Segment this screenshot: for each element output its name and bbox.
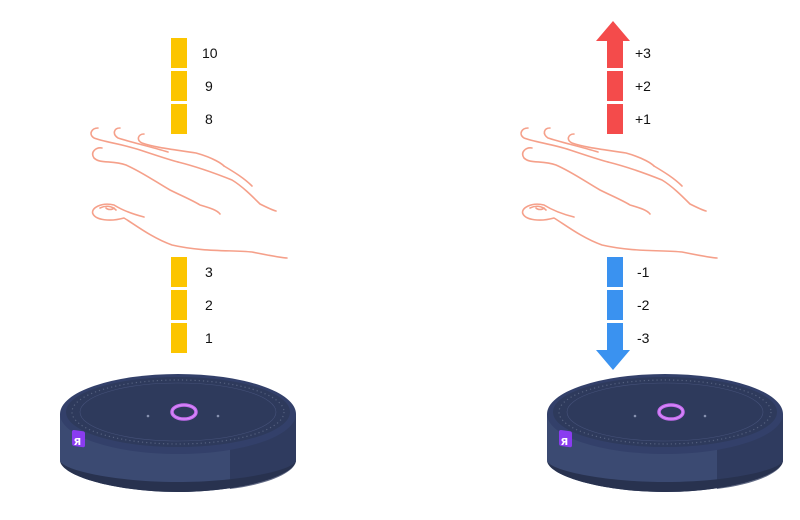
volume-label-3: 3 xyxy=(205,264,213,280)
increase-bar-3 xyxy=(607,38,623,68)
volume-bar-8 xyxy=(171,104,187,134)
right-panel-volume-steps: +3 +2 +1 -1 -2 -3 Я xyxy=(400,0,800,520)
decrease-bar-1 xyxy=(607,257,623,287)
hand-gesture-icon xyxy=(90,127,288,259)
volume-bar-3 xyxy=(171,257,187,287)
volume-bar-10 xyxy=(171,38,187,68)
volume-label-8: 8 xyxy=(205,111,213,127)
decrease-label-1: -1 xyxy=(637,264,650,280)
volume-label-2: 2 xyxy=(205,297,213,313)
left-panel-volume-levels: 10 9 8 3 2 1 Я xyxy=(60,38,298,494)
volume-bar-2 xyxy=(171,290,187,320)
yandex-logo-badge xyxy=(559,429,572,448)
hand-gesture-icon xyxy=(520,127,718,259)
decrease-label-3: -3 xyxy=(637,330,650,346)
increase-label-1: +1 xyxy=(635,111,651,127)
decrease-label-2: -2 xyxy=(637,297,650,313)
increase-label-2: +2 xyxy=(635,78,651,94)
yandex-logo-letter: Я xyxy=(561,437,569,448)
volume-label-1: 1 xyxy=(205,330,213,346)
decrease-bar-3 xyxy=(607,323,623,351)
volume-bar-1 xyxy=(171,323,187,353)
decrease-bar-2 xyxy=(607,290,623,320)
volume-label-9: 9 xyxy=(205,78,213,94)
arrow-down-icon xyxy=(596,350,630,370)
arrow-up-icon xyxy=(596,21,630,41)
volume-bar-9 xyxy=(171,71,187,101)
yandex-logo-badge xyxy=(72,429,85,448)
increase-bar-2 xyxy=(607,71,623,101)
increase-bar-1 xyxy=(607,104,623,134)
smart-speaker-icon: Я xyxy=(547,374,785,494)
increase-label-3: +3 xyxy=(635,45,651,61)
volume-label-10: 10 xyxy=(202,45,218,61)
yandex-logo-letter: Я xyxy=(74,437,82,448)
smart-speaker-icon: Я xyxy=(60,374,298,494)
